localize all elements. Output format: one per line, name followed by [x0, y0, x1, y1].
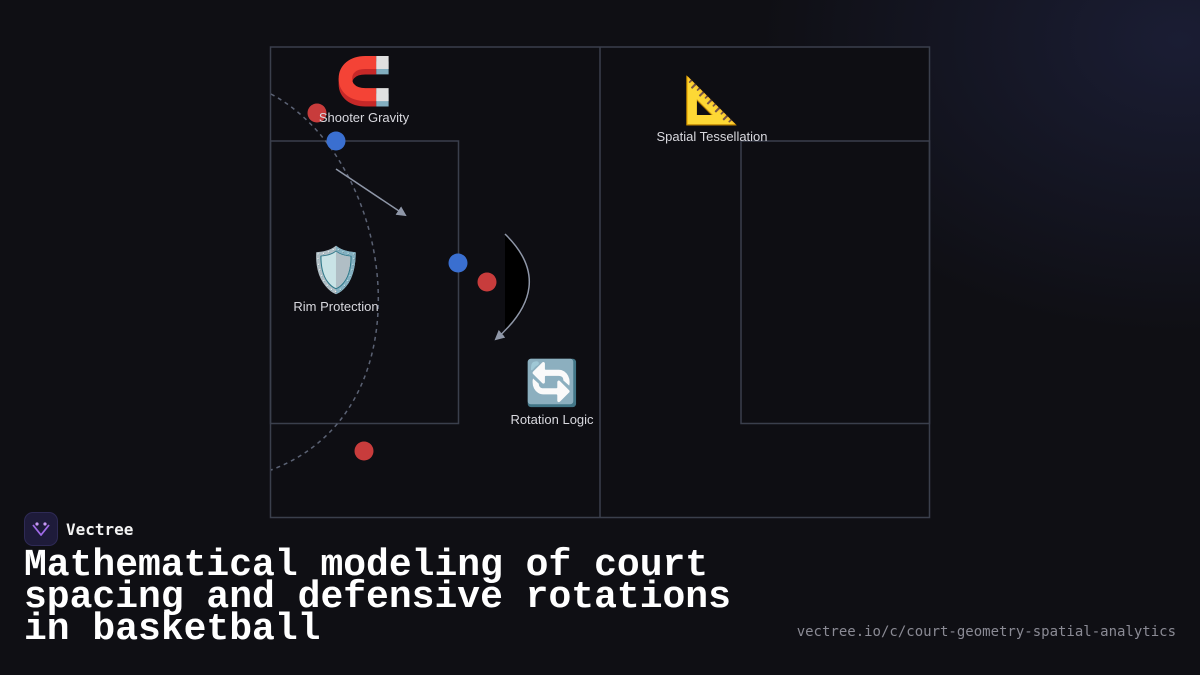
three-point-arc — [270, 93, 380, 471]
rotation-arrows-icon: 🔄 — [525, 358, 580, 408]
brand: Vectree — [24, 512, 133, 546]
spatial-tessellation-label: Spatial Tessellation — [656, 129, 767, 144]
shield-icon: 🛡️ — [309, 245, 364, 295]
brand-name: Vectree — [66, 519, 134, 539]
offense-player — [354, 441, 374, 461]
defense-player — [326, 131, 346, 151]
offense-player — [477, 272, 497, 292]
defense-player — [448, 253, 468, 273]
brand-logo — [24, 512, 58, 546]
shooter-gravity-label: Shooter Gravity — [319, 110, 410, 125]
headline: Mathematical modeling of court spacing a… — [24, 544, 731, 651]
rotation-logic-label: Rotation Logic — [510, 412, 594, 427]
right-paint — [740, 140, 931, 425]
offense-player — [307, 103, 327, 123]
left-paint — [269, 140, 460, 425]
rotation-arrow — [494, 233, 530, 341]
magnet-icon: 🧲 — [335, 55, 392, 108]
rim-protection-label: Rim Protection — [293, 299, 378, 314]
shooter-movement-arrow — [335, 168, 407, 217]
page-url: vectree.io/c/court-geometry-spatial-anal… — [796, 624, 1176, 640]
triangular-ruler-icon: 📐 — [683, 74, 740, 127]
vectree-logo-icon — [32, 522, 50, 536]
